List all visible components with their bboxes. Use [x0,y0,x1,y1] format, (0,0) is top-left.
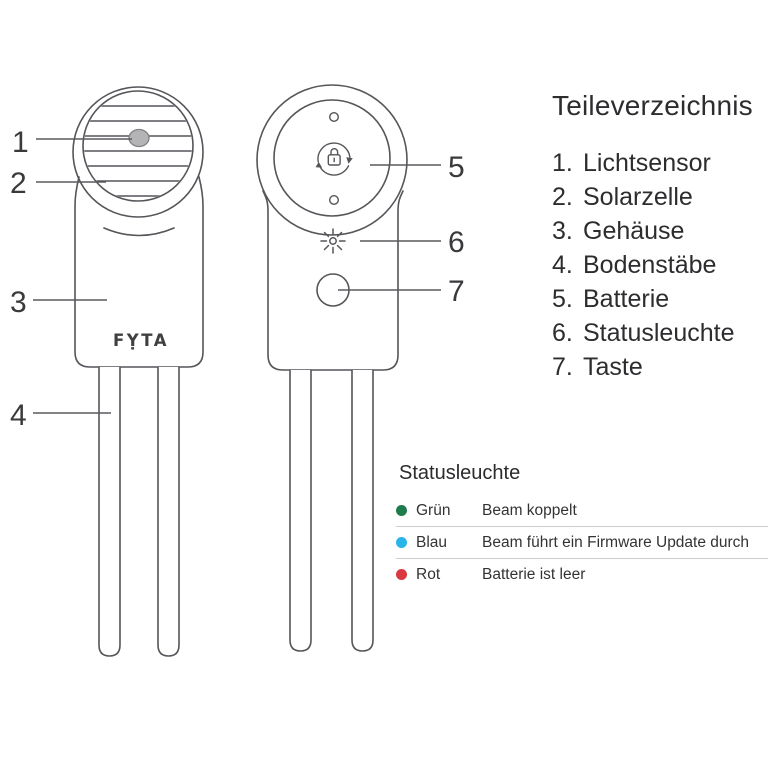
status-light-legend: Statusleuchte Grün Beam koppelt Blau Bea… [396,462,768,590]
callout-number-6: 6 [448,226,465,259]
red-status-dot-icon [396,569,407,580]
rotate-arrowhead-left [315,161,323,168]
rotate-arrowhead-right [346,157,353,164]
battery-cover [273,99,391,217]
beam-front-illustration: FỴTA [72,86,204,657]
soil-prong-left [98,366,121,657]
blue-status-dot-icon [396,537,407,548]
parts-list-item-6: 6. Statusleuchte [552,319,735,347]
callout-number-7: 7 [448,275,465,308]
padlock-body [327,154,341,166]
callout-number-1: 1 [12,126,29,159]
parts-list-item-3: 3. Gehäuse [552,217,685,245]
light-sensor-icon [128,128,150,148]
legend-row-blue: Blau Beam führt ein Firmware Update durc… [396,526,768,558]
front-housing [74,176,204,368]
screw-top [329,111,340,122]
soil-prong-left [289,369,312,652]
green-status-dot-icon [396,505,407,516]
front-head-rim [72,86,204,218]
callout-number-3: 3 [10,286,27,319]
status-legend-title: Statusleuchte [399,462,521,484]
parts-list: Teileverzeichnis 1. Lichtsensor 2. Solar… [552,90,768,384]
brand-logo: FỴTA [113,331,169,350]
parts-list-item-1: 1. Lichtsensor [552,149,711,177]
housing-seam-arc [103,227,175,237]
callout-number-5: 5 [448,151,465,184]
soil-prong-right [157,366,180,657]
callout-number-2: 2 [10,167,27,200]
back-head-rim [256,84,408,236]
callout-number-4: 4 [10,399,27,432]
legend-row-green: Grün Beam koppelt [396,495,768,526]
screw-bottom [329,194,340,205]
status-light-icon [320,228,346,254]
padlock-shackle [330,148,339,156]
soil-prong-right [351,369,374,652]
parts-list-item-7: 7. Taste [552,353,643,381]
parts-list-item-5: 5. Batterie [552,285,670,313]
parts-list-title: Teileverzeichnis [552,90,753,121]
beam-back-illustration [256,84,408,652]
callout-lines [33,138,441,414]
legend-row-red: Rot Batterie ist leer [396,558,768,590]
parts-list-item-4: 4. Bodenstäbe [552,251,717,279]
parts-list-item-2: 2. Solarzelle [552,183,693,211]
lock-rotate-icon [315,142,353,176]
parts-list-items: 1. Lichtsensor 2. Solarzelle 3. Gehäuse … [552,146,768,384]
